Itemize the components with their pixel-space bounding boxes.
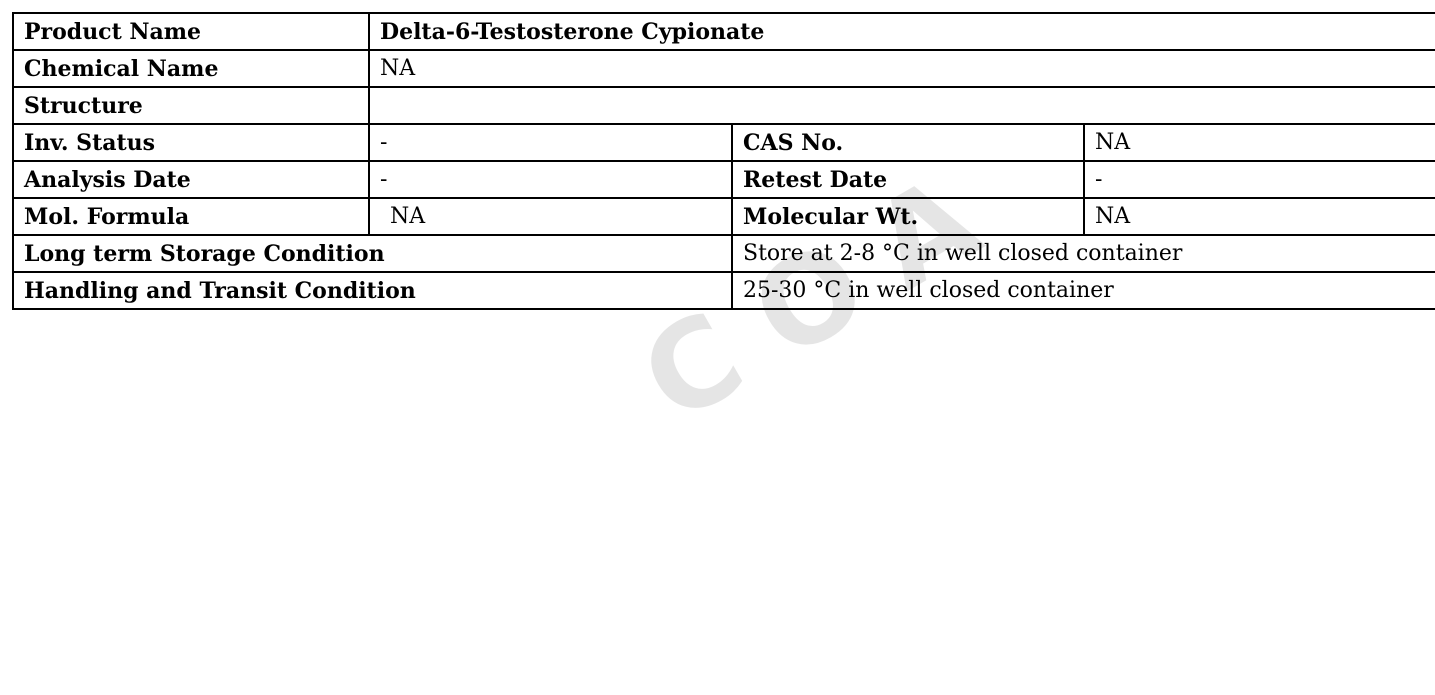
product-name-value: Delta-6-Testosterone Cypionate [367,12,1435,51]
handling-transit-value: 25-30 °C in well closed container [730,271,1435,310]
inv-status-label: Inv. Status [12,123,370,162]
cas-no-label: CAS No. [731,123,1085,162]
molecular-wt-label: Molecular Wt. [731,197,1085,236]
row-inv-status: Inv. Status - CAS No. NA [12,123,1435,162]
row-long-term-storage: Long term Storage Condition Store at 2-8… [12,234,1435,273]
row-handling-transit: Handling and Transit Condition 25-30 °C … [12,271,1435,310]
row-structure: Structure [12,86,1435,125]
retest-date-label: Retest Date [731,160,1085,199]
inv-status-value: - [368,123,733,162]
coa-table: Product Name Delta-6-Testosterone Cypion… [12,12,1435,310]
cas-no-value: NA [1082,123,1435,162]
retest-date-value: - [1082,160,1435,199]
row-analysis-date: Analysis Date - Retest Date - [12,160,1435,199]
long-term-storage-value: Store at 2-8 °C in well closed container [730,234,1435,273]
structure-label: Structure [12,86,370,125]
row-chemical-name: Chemical Name NA [12,49,1435,88]
molecular-wt-value: NA [1082,197,1435,236]
product-name-label: Product Name [12,12,370,51]
mol-formula-label: Mol. Formula [12,197,370,236]
row-product-name: Product Name Delta-6-Testosterone Cypion… [12,12,1435,51]
mol-formula-value: NA [368,197,733,236]
structure-cell: O O O H H H [367,86,1435,125]
analysis-date-value: - [368,160,733,199]
long-term-storage-label: Long term Storage Condition [12,234,733,273]
analysis-date-label: Analysis Date [12,160,370,199]
chemical-name-value: NA [367,49,1435,88]
handling-transit-label: Handling and Transit Condition [12,271,733,310]
chemical-name-label: Chemical Name [12,49,370,88]
row-mol-formula: Mol. Formula NA Molecular Wt. NA [12,197,1435,236]
